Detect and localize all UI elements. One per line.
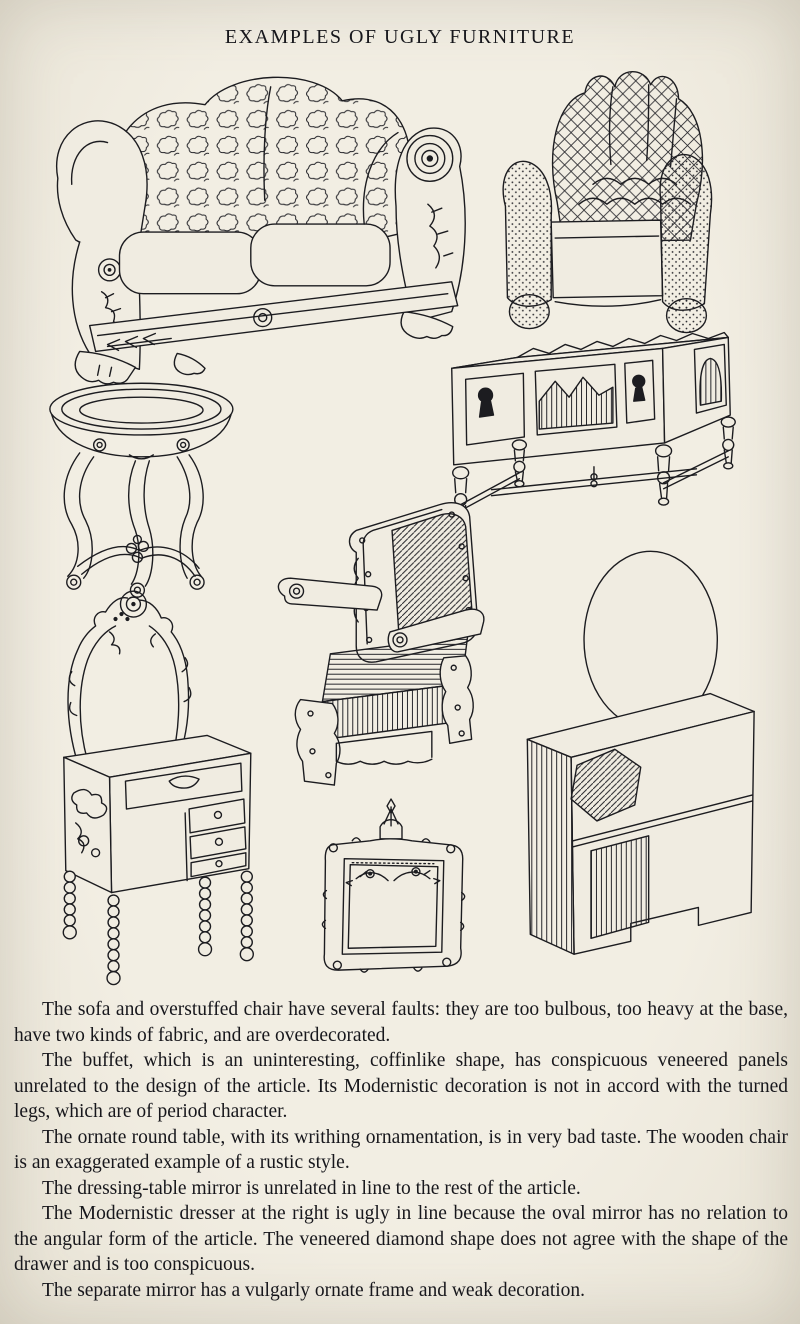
body-paragraph: The Modernistic dresser at the right is … <box>14 1203 788 1275</box>
modernistic-dresser-illustration <box>526 550 755 955</box>
caption-text: The sofa and overstuffed chair have seve… <box>0 995 800 1303</box>
overstuffed-chair-illustration <box>502 71 713 334</box>
furniture-figure <box>49 71 755 986</box>
separate-mirror-illustration <box>321 798 466 973</box>
body-paragraph: The dressing-table mirror is unrelated i… <box>42 1177 581 1199</box>
dressing-table-illustration <box>62 590 254 986</box>
wooden-chair-illustration <box>277 502 485 786</box>
body-paragraph: The ornate round table, with its writhin… <box>14 1126 788 1174</box>
sofa-illustration <box>55 76 466 385</box>
body-paragraph: The sofa and overstuffed chair have seve… <box>14 999 788 1046</box>
body-paragraph: The buffet, which is an uninteresting, c… <box>14 1050 788 1122</box>
body-paragraph: The separate mirror has a vulgarly ornat… <box>42 1279 586 1301</box>
page-title: EXAMPLES OF UGLY FURNITURE <box>224 26 576 48</box>
buffet-illustration <box>451 331 736 528</box>
round-table-illustration <box>49 382 234 598</box>
